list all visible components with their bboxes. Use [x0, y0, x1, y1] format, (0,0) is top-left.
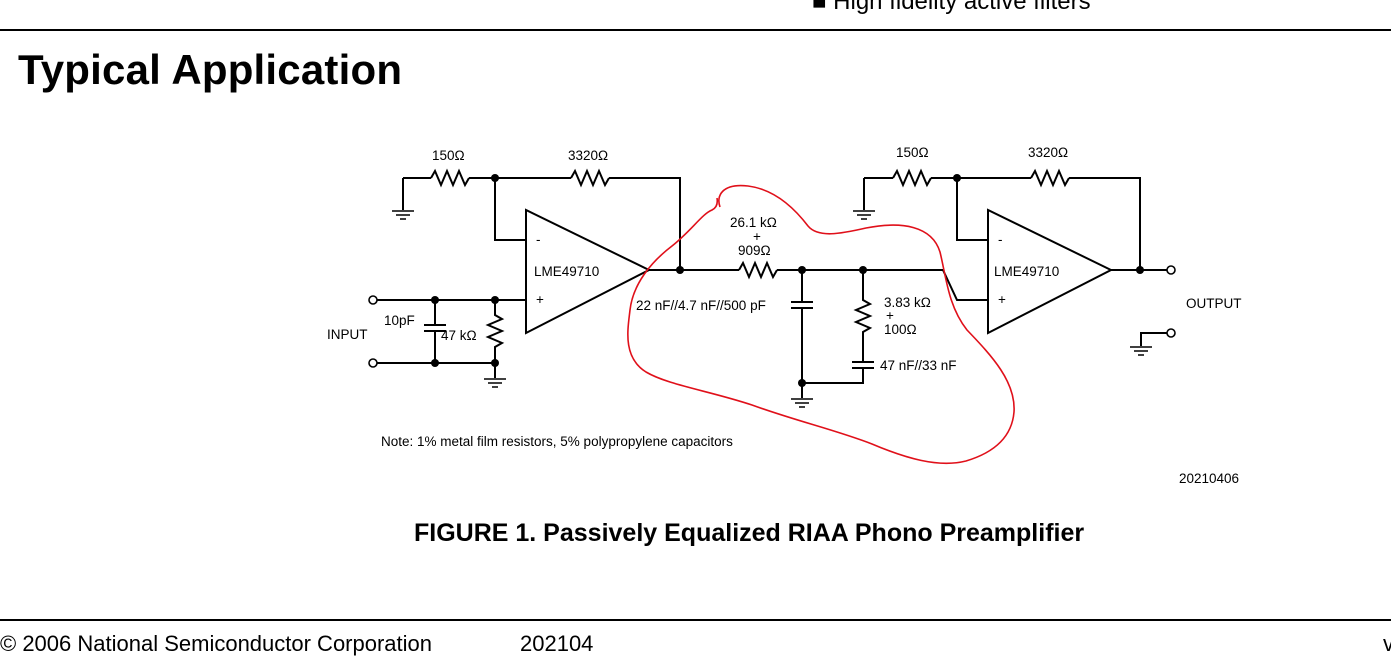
footer-doc-number: 202104: [520, 631, 594, 656]
resistor-150-stage2: [892, 168, 932, 188]
label-r26k1: 26.1 kΩ: [730, 215, 777, 230]
capacitor-shunt-47nf: [802, 361, 874, 384]
footer-right-fragment: v: [1383, 631, 1391, 656]
label-cap-22nf: 22 nF//4.7 nF//500 pF: [636, 298, 766, 313]
ground-symbol: [392, 210, 414, 220]
opamp2-inv-pin: -: [998, 232, 1003, 247]
ground-symbol: [791, 398, 813, 408]
label-cap-47nf: 47 nF//33 nF: [880, 358, 957, 373]
figure-caption: FIGURE 1. Passively Equalized RIAA Phono…: [414, 519, 1085, 547]
ground-symbol: [853, 210, 875, 220]
opamp-stage1: - + LME49710: [525, 208, 652, 335]
label-r3320-stage2: 3320Ω: [1028, 145, 1068, 160]
capacitor-10pf: [424, 300, 446, 363]
resistor-shunt-3k83: [853, 270, 873, 362]
label-r-plus-1: +: [753, 229, 761, 244]
opamp1-label: LME49710: [534, 264, 599, 279]
input-label: INPUT: [327, 327, 368, 342]
label-r3k83: 3.83 kΩ: [884, 295, 931, 310]
resistor-3320-stage2: [1030, 168, 1070, 188]
label-r909: 909Ω: [738, 243, 771, 258]
input-terminal-hot[interactable]: [368, 295, 378, 305]
resistor-47k: [485, 300, 505, 363]
header-rule: [0, 29, 1391, 31]
features-list-fragment: ■ High fidelity active filters: [812, 0, 1091, 15]
resistor-series-26k1: [738, 260, 778, 280]
label-47k: 47 kΩ: [441, 328, 477, 343]
label-r100: 100Ω: [884, 322, 917, 337]
opamp-stage2: - + LME49710: [987, 208, 1114, 335]
output-ground: [1130, 328, 1176, 356]
capacitor-shunt-22nf: [791, 270, 813, 383]
resistor-150-stage1: [430, 168, 470, 188]
footer-copyright: © 2006 National Semiconductor Corporatio…: [0, 631, 433, 656]
opamp2-label: LME49710: [994, 264, 1059, 279]
output-terminal-hot[interactable]: [1166, 265, 1176, 275]
resistor-3320-stage1: [570, 168, 610, 188]
label-r150-stage1: 150Ω: [432, 148, 465, 163]
label-r-plus-2: +: [886, 308, 894, 323]
footer-rule: [0, 619, 1391, 621]
opamp1-inv-pin: -: [536, 232, 541, 247]
input-network: INPUT 10pF 47 kΩ: [327, 295, 526, 388]
riaa-equalization-network: 26.1 kΩ + 909Ω 22 nF//4.7 nF//500 pF 3.8…: [636, 215, 988, 408]
label-r3320-stage1: 3320Ω: [568, 148, 608, 163]
input-terminal-gnd[interactable]: [368, 358, 378, 368]
label-r150-stage2: 150Ω: [896, 145, 929, 160]
section-title: Typical Application: [18, 46, 403, 93]
label-10pf: 10pF: [384, 313, 415, 328]
opamp1-noninv-pin: +: [536, 292, 544, 307]
opamp2-noninv-pin: +: [998, 292, 1006, 307]
drawing-id: 20210406: [1179, 471, 1239, 486]
output-terminal-gnd[interactable]: [1166, 328, 1176, 338]
ground-symbol: [484, 378, 506, 388]
red-annotation-loop: [627, 184, 1015, 465]
output-label: OUTPUT: [1186, 296, 1242, 311]
schematic-note: Note: 1% metal film resistors, 5% polypr…: [381, 434, 733, 449]
stage2-feedback-network: 150Ω 3320Ω: [853, 145, 1141, 270]
